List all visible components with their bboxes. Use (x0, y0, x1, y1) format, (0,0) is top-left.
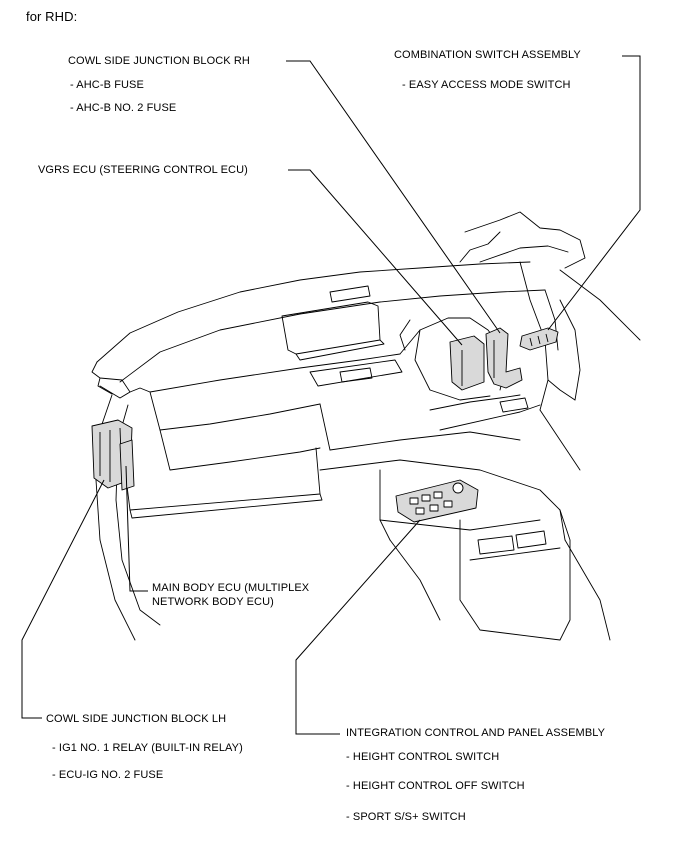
main-body-ecu-line1: MAIN BODY ECU (MULTIPLEX (152, 582, 310, 594)
cowl-rh-junction-part (485, 327, 523, 389)
cowl-rh-item: - AHC-B NO. 2 FUSE (70, 102, 177, 114)
vgrs-ecu-part (449, 335, 485, 391)
dashboard-top-inner (119, 289, 546, 383)
console-rear (459, 509, 571, 641)
leader-cowl-rh (286, 60, 501, 334)
glovebox (124, 447, 321, 511)
cowl-lh-item: - IG1 NO. 1 RELAY (BUILT-IN RELAY) (52, 742, 243, 754)
cowl-rh-title: COWL SIDE JUNCTION BLOCK RH (68, 55, 250, 67)
leader-main-body-ecu (125, 465, 148, 592)
combination-switch-item: - EASY ACCESS MODE SWITCH (402, 79, 571, 91)
cowl-rh-item: - AHC-B FUSE (70, 79, 144, 91)
combination-switch-title: COMBINATION SWITCH ASSEMBLY (394, 49, 581, 61)
main-body-ecu-line2: NETWORK BODY ECU) (152, 596, 274, 608)
leader-cowl-lh (21, 479, 105, 719)
integration-control-item: - HEIGHT CONTROL OFF SWITCH (346, 780, 525, 792)
rear-vent-right (515, 530, 547, 549)
windshield-pillar-inner (479, 245, 569, 263)
cowl-lh-title: COWL SIDE JUNCTION BLOCK LH (46, 713, 227, 725)
dash-left-end (91, 361, 131, 399)
integration-control-title: INTEGRATION CONTROL AND PANEL ASSEMBLY (346, 727, 606, 739)
windshield-pillar (464, 211, 586, 269)
leader-combination-switch (547, 55, 641, 331)
page-heading: for RHD: (26, 9, 78, 24)
cowl-lh-item: - ECU-IG NO. 2 FUSE (52, 769, 164, 781)
dashboard-top-outline (96, 261, 531, 363)
leader-integration-control (295, 519, 421, 735)
integration-panel-part (395, 479, 479, 523)
main-body-ecu-part (119, 439, 135, 491)
integration-control-item: - SPORT S/S+ SWITCH (346, 811, 466, 823)
leader-vgrs-ecu (288, 169, 463, 346)
center-console-top (329, 431, 521, 451)
integration-control-item: - HEIGHT CONTROL SWITCH (346, 751, 500, 763)
dash-mid-panel (149, 353, 401, 393)
rear-vent-left (477, 535, 515, 555)
right-door-edge (559, 299, 581, 401)
vgrs-ecu-title: VGRS ECU (STEERING CONTROL ECU) (38, 164, 248, 176)
